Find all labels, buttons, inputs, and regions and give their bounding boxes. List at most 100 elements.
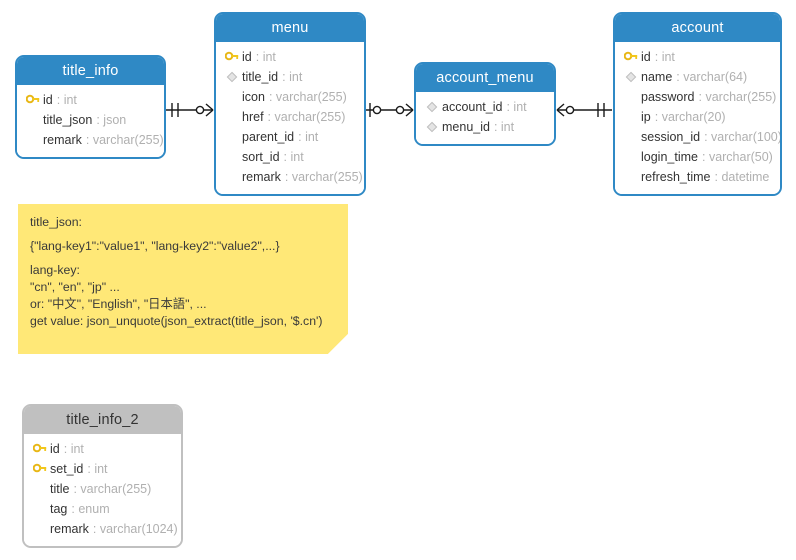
spacer-icon — [622, 149, 639, 165]
spacer-icon — [622, 169, 639, 185]
field-row[interactable]: title_id : int — [216, 67, 364, 87]
field-type: : int — [63, 442, 84, 456]
field-type: : varchar(255) — [268, 90, 347, 104]
spacer-icon — [622, 109, 639, 125]
diamond-icon — [423, 119, 440, 135]
field-name: login_time — [641, 150, 698, 164]
field-row[interactable]: sort_id : int — [216, 147, 364, 167]
entity-table-title_info[interactable]: title_info id : int title_json : json re… — [15, 55, 166, 159]
field-type: : int — [298, 130, 319, 144]
field-row[interactable]: password : varchar(255) — [615, 87, 780, 107]
connector-title_info-menu — [166, 103, 214, 117]
field-type: : varchar(1024) — [92, 522, 178, 536]
field-name: title_id — [242, 70, 279, 84]
field-row[interactable]: refresh_time : datetime — [615, 167, 780, 187]
table-fields-title_info_2: id : int set_id : int title : varchar(25… — [24, 434, 181, 546]
field-row[interactable]: session_id : varchar(100) — [615, 127, 780, 147]
field-type: : int — [87, 462, 108, 476]
field-name: remark — [50, 522, 89, 536]
field-type: : varchar(255) — [85, 133, 164, 147]
table-header-account: account — [615, 14, 780, 42]
key-icon — [223, 49, 240, 65]
field-name: account_id — [442, 100, 503, 114]
connector-account_menu-account — [556, 103, 612, 117]
field-type: : int — [283, 150, 304, 164]
field-name: session_id — [641, 130, 701, 144]
spacer-icon — [622, 129, 639, 145]
field-name: id — [50, 442, 60, 456]
sticky-note-title_json[interactable]: title_json: {"lang-key1":"value1", "lang… — [18, 204, 348, 354]
field-name: parent_id — [242, 130, 295, 144]
field-row[interactable]: title_json : json — [17, 110, 164, 130]
field-row[interactable]: remark : varchar(255) — [216, 167, 364, 187]
entity-table-menu[interactable]: menu id : int title_id : int icon : varc… — [214, 12, 366, 196]
spacer-icon — [223, 149, 240, 165]
field-row[interactable]: id : int — [615, 47, 780, 67]
field-row[interactable]: title : varchar(255) — [24, 479, 181, 499]
field-name: id — [43, 93, 53, 107]
field-row[interactable]: ip : varchar(20) — [615, 107, 780, 127]
field-type: : datetime — [714, 170, 770, 184]
field-type: : varchar(100) — [704, 130, 782, 144]
field-type: : varchar(20) — [654, 110, 726, 124]
note-line: lang-key: — [30, 263, 80, 277]
connector-menu-account_menu — [366, 103, 414, 117]
table-header-menu: menu — [216, 14, 364, 42]
key-icon — [24, 92, 41, 108]
note-line: title_json: — [30, 215, 82, 229]
field-row[interactable]: tag : enum — [24, 499, 181, 519]
field-row[interactable]: account_id : int — [416, 97, 554, 117]
field-type: : enum — [71, 502, 110, 516]
field-row[interactable]: href : varchar(255) — [216, 107, 364, 127]
table-header-title_info_2: title_info_2 — [24, 406, 181, 434]
field-row[interactable]: id : int — [216, 47, 364, 67]
entity-table-title_info_2[interactable]: title_info_2 id : int set_id : int title… — [22, 404, 183, 548]
key-icon — [31, 461, 48, 477]
spacer-icon — [31, 501, 48, 517]
entity-table-account[interactable]: account id : int name : varchar(64) pass… — [613, 12, 782, 196]
field-row[interactable]: id : int — [24, 439, 181, 459]
table-fields-menu: id : int title_id : int icon : varchar(2… — [216, 42, 364, 194]
field-name: password — [641, 90, 695, 104]
table-header-account_menu: account_menu — [416, 64, 554, 92]
spacer-icon — [223, 169, 240, 185]
field-name: title_json — [43, 113, 93, 127]
field-row[interactable]: parent_id : int — [216, 127, 364, 147]
spacer-icon — [223, 129, 240, 145]
field-type: : int — [506, 100, 527, 114]
field-name: ip — [641, 110, 651, 124]
field-type: : int — [255, 50, 276, 64]
spacer-icon — [24, 132, 41, 148]
field-row[interactable]: icon : varchar(255) — [216, 87, 364, 107]
field-name: title — [50, 482, 70, 496]
table-header-title_info: title_info — [17, 57, 164, 85]
field-name: name — [641, 70, 673, 84]
field-type: : int — [282, 70, 303, 84]
spacer-icon — [31, 481, 48, 497]
field-type: : int — [56, 93, 77, 107]
field-type: : varchar(255) — [73, 482, 152, 496]
spacer-icon — [31, 521, 48, 537]
field-name: icon — [242, 90, 265, 104]
field-name: href — [242, 110, 264, 124]
field-row[interactable]: set_id : int — [24, 459, 181, 479]
field-row[interactable]: id : int — [17, 90, 164, 110]
field-row[interactable]: login_time : varchar(50) — [615, 147, 780, 167]
field-row[interactable]: remark : varchar(255) — [17, 130, 164, 150]
field-type: : json — [96, 113, 127, 127]
field-type: : varchar(255) — [284, 170, 363, 184]
diamond-icon — [622, 69, 639, 85]
field-row[interactable]: menu_id : int — [416, 117, 554, 137]
diamond-icon — [223, 69, 240, 85]
note-line: or: "中文", "English", "日本語", ... — [30, 297, 207, 311]
field-type: : varchar(50) — [701, 150, 773, 164]
entity-table-account_menu[interactable]: account_menu account_id : int menu_id : … — [414, 62, 556, 146]
field-row[interactable]: name : varchar(64) — [615, 67, 780, 87]
spacer-icon — [24, 112, 41, 128]
table-fields-account_menu: account_id : int menu_id : int — [416, 92, 554, 144]
field-row[interactable]: remark : varchar(1024) — [24, 519, 181, 539]
field-name: menu_id — [442, 120, 490, 134]
diamond-icon — [423, 99, 440, 115]
